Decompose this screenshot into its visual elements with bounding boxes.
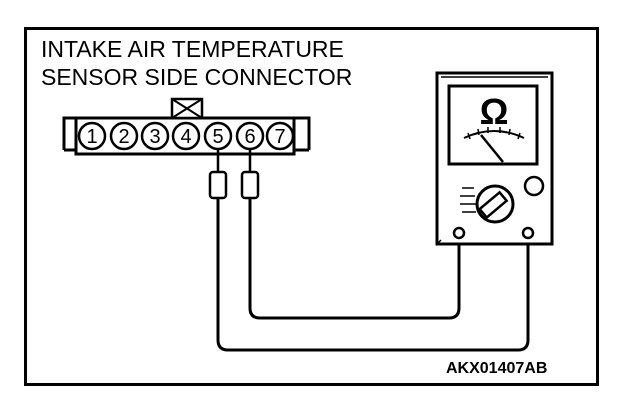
pin-6: 6 — [235, 121, 265, 151]
svg-text:5: 5 — [212, 126, 223, 148]
connector-pins: 1 2 3 4 5 — [77, 121, 295, 151]
lock-tab-icon — [170, 97, 204, 120]
lead-wire-inner — [248, 198, 461, 320]
meter-jack-left — [452, 226, 466, 240]
pin-2: 2 — [109, 121, 139, 151]
zero-adjust-knob — [523, 175, 545, 197]
lead-wire-outer — [216, 198, 530, 352]
meter-jack-right — [521, 226, 535, 240]
test-probe-left — [208, 150, 228, 200]
ohm-symbol: Ω — [480, 91, 509, 132]
test-probe-right — [240, 150, 260, 200]
svg-text:4: 4 — [180, 126, 191, 148]
figure-code: AKX01407AB — [446, 360, 548, 377]
svg-text:7: 7 — [274, 126, 285, 148]
meter-needle — [480, 134, 504, 163]
svg-text:3: 3 — [149, 126, 160, 148]
diagram-title-line-1: INTAKE AIR TEMPERATURE — [41, 36, 344, 62]
dial-icon — [460, 184, 515, 224]
pin-3: 3 — [140, 121, 170, 151]
svg-text:1: 1 — [86, 126, 97, 148]
svg-text:2: 2 — [118, 126, 129, 148]
ohmmeter: Ω — [435, 71, 554, 246]
connector: 1 2 3 4 5 — [62, 97, 311, 156]
pin-4: 4 — [171, 121, 201, 151]
pin-7: 7 — [265, 121, 295, 151]
diagram-title-line-2: SENSOR SIDE CONNECTOR — [41, 64, 353, 90]
diagram-frame — [24, 27, 599, 386]
svg-text:6: 6 — [244, 126, 255, 148]
pin-5: 5 — [203, 121, 233, 151]
pin-1: 1 — [77, 121, 107, 151]
